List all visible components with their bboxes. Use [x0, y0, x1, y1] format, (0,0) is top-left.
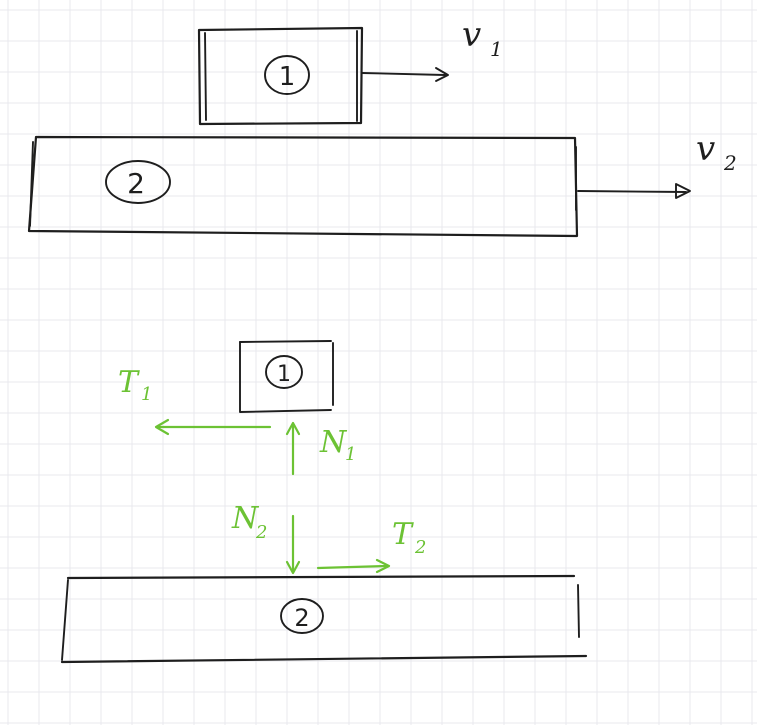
normal-2-label: N 2 [231, 501, 267, 543]
friction-2-subscript: 2 [414, 537, 426, 558]
velocity-1-arrow [361, 67, 449, 82]
normal-1-subscript: 1 [345, 444, 356, 465]
normal-2-head [285, 560, 301, 575]
block-2-top-circle [105, 160, 171, 204]
normal-1-head [285, 421, 301, 436]
friction-1-arrow [154, 418, 272, 436]
velocity-2-label: v 2 [696, 129, 737, 175]
block-2-fbd-top [66, 574, 576, 580]
block-2-fbd-right [577, 584, 580, 638]
block-1-fbd-top [239, 340, 332, 343]
block-1-fbd-outline [239, 341, 332, 413]
block-2-top-left-edge [29, 141, 34, 227]
block-2-fbd-bottom [60, 654, 588, 664]
top-scene: 1 v 1 2 [27, 15, 737, 238]
normal-2-subscript: 2 [255, 522, 267, 543]
velocity-2-subscript: 2 [723, 151, 737, 175]
block-1-top-outline [197, 26, 364, 126]
friction-2-arrow [316, 558, 391, 574]
block-2-top-outline [27, 135, 579, 238]
block-1-top-inner-edge [204, 32, 207, 121]
friction-1-label: T 1 [118, 365, 152, 405]
friction-1-symbol: T [118, 365, 140, 400]
friction-2-head [375, 558, 391, 574]
block-1-fbd-label: 1 [277, 362, 291, 387]
friction-2-label: T 2 [392, 517, 426, 558]
velocity-1-label: v 1 [462, 15, 503, 61]
velocity-2-arrow [577, 183, 691, 199]
friction-1-head [154, 418, 170, 436]
velocity-1-head [435, 67, 449, 82]
velocity-2-head [675, 183, 691, 199]
normal-1-label: N 1 [319, 425, 356, 465]
block-1-fbd-circle [265, 355, 303, 389]
block-1-top: 1 [197, 26, 364, 126]
velocity-2-shaft [577, 190, 687, 193]
normal-2-arrow [285, 514, 301, 575]
normal-1-arrow [285, 421, 301, 476]
velocity-1-subscript: 1 [490, 37, 503, 61]
normal-2-symbol: N [231, 501, 260, 536]
friction-2-symbol: T [392, 517, 414, 552]
block-1-top-label: 1 [279, 62, 296, 92]
block-2-fbd: 2 [60, 574, 588, 664]
friction-1-subscript: 1 [141, 384, 152, 405]
block-1-top-circle [264, 55, 310, 95]
block-2-fbd-label: 2 [294, 604, 309, 632]
normal-1-symbol: N [319, 425, 348, 460]
block-2-top: 2 [27, 135, 579, 238]
block-1-fbd: 1 [239, 340, 334, 413]
block-2-fbd-left [61, 579, 69, 661]
velocity-2-symbol: v [696, 129, 715, 169]
block-2-top-label: 2 [127, 167, 145, 200]
friction-2-shaft [316, 564, 388, 570]
block-2-fbd-circle [280, 598, 324, 634]
free-body-scene: 1 T 1 N 1 [60, 340, 588, 664]
velocity-1-shaft [361, 72, 446, 76]
velocity-1-symbol: v [462, 15, 481, 55]
